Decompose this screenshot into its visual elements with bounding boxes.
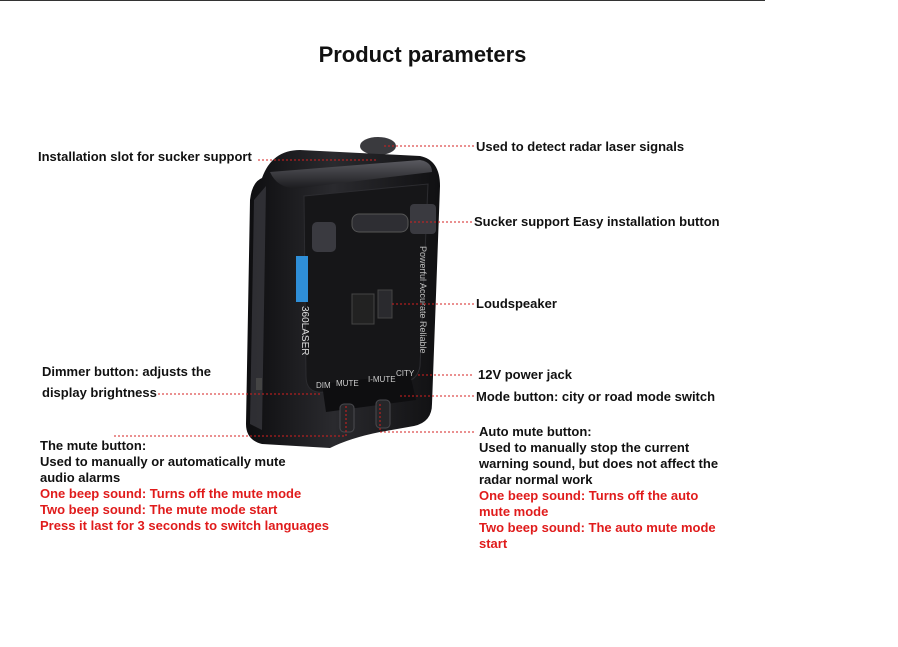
auto-mute-red-line: One beep sound: Turns off the auto	[479, 488, 699, 503]
mute-button	[339, 403, 355, 433]
mute-red-line: Press it last for 3 seconds to switch la…	[40, 518, 329, 533]
mute-text-line: audio alarms	[40, 470, 121, 485]
mute-button-label: MUTE	[336, 379, 359, 388]
auto-mute-text-line: radar normal work	[479, 472, 593, 487]
auto-mute-text-line: warning sound, but does not affect the	[479, 456, 719, 471]
auto-mute-red-line: start	[479, 536, 508, 551]
mute-text-line: The mute button:	[40, 438, 147, 453]
auto-mute-text-line: Auto mute button:	[479, 424, 592, 439]
auto-mute-red-line: mute mode	[479, 504, 549, 519]
loudspeaker-grille	[351, 293, 375, 325]
label-installation-slot: Installation slot for sucker support	[38, 149, 252, 164]
leader-lines	[114, 145, 476, 437]
mute-red-line: One beep sound: Turns off the mute mode	[40, 486, 302, 501]
page-title: Product parameters	[318, 42, 527, 67]
auto-mute-text-line: Used to manually stop the current	[479, 440, 690, 455]
mute-red-line: Two beep sound: The mute mode start	[40, 502, 278, 517]
i-mute-button-label: I-MUTE	[368, 375, 396, 384]
label-dimmer-line1: Dimmer button: adjusts the	[42, 364, 212, 379]
city-button-label: CITY	[396, 369, 415, 378]
auto-mute-red-line: Two beep sound: The auto mute mode	[479, 520, 716, 535]
label-sucker-button: Sucker support Easy installation button	[474, 214, 720, 229]
auto-mute-description: Auto mute button: Used to manually stop …	[479, 424, 718, 552]
power-jack	[256, 378, 262, 390]
brand-stripe-text: 360LASER	[299, 306, 310, 355]
mute-button-description: The mute button: Used to manually or aut…	[40, 438, 329, 534]
label-loudspeaker: Loudspeaker	[476, 296, 557, 311]
auto-mute-button	[375, 399, 391, 429]
dim-button-label: DIM	[316, 381, 331, 390]
label-power-jack: 12V power jack	[478, 367, 572, 382]
top-divider	[0, 0, 765, 1]
label-mode-button: Mode button: city or road mode switch	[476, 389, 716, 404]
mute-text-line: Used to manually or automatically mute	[40, 454, 286, 469]
label-detect-signals: Used to detect radar laser signals	[476, 139, 685, 154]
sucker-button	[351, 213, 409, 233]
label-dimmer-line2: display brightness	[42, 385, 157, 400]
side-slogan-text: Powerful Accurate Reliable	[418, 246, 428, 354]
laser-sensor-knob	[360, 137, 396, 155]
